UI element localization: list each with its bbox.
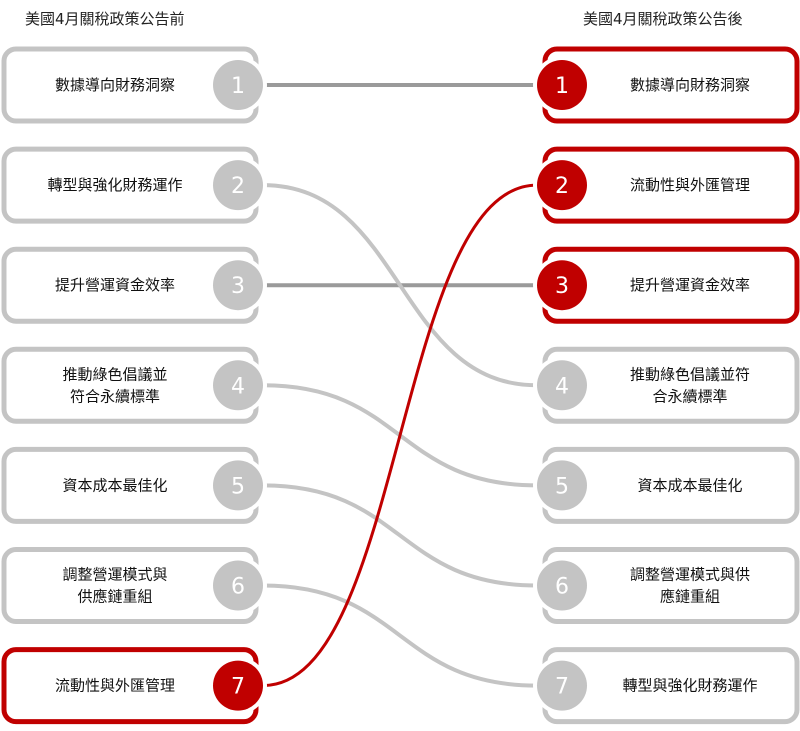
item-number: 6 [231,575,245,600]
connection-line [262,183,538,388]
number-circle [213,460,263,511]
item-number: 2 [555,174,569,199]
right-item-1: 1 數據導向財務洞察 [533,46,800,124]
connection-line [262,183,538,688]
item-label: 轉型與強化財務運作 [47,176,182,194]
number-circle [213,660,263,711]
item-label: 提升營運資金效率 [55,276,175,294]
connections [262,83,538,688]
item-number: 3 [555,274,569,299]
number-circle [213,360,263,411]
left-item-7: 7 流動性與外匯管理 [1,647,267,725]
item-number: 5 [555,474,569,499]
number-circle [537,660,587,711]
item-number: 3 [231,274,245,299]
item-number: 5 [231,474,245,499]
item-label: 資本成本最佳化 [637,476,742,494]
number-circle [537,460,587,511]
item-label: 資本成本最佳化 [62,476,167,494]
item-label: 推動綠色倡議並符 [630,365,750,383]
item-label: 推動綠色倡議並 [62,365,167,383]
item-label: 轉型與強化財務運作 [622,677,757,695]
number-circle [537,360,587,411]
left-item-3: 3 提升營運資金效率 [1,246,267,324]
right-item-3: 3 提升營運資金效率 [533,246,800,324]
item-label: 符合永續標準 [70,387,160,405]
nodes: 1 數據導向財務洞察 2 轉型與強化財務運作 3 提升營運資金效率 4 推動綠色倡議並符合永續… [1,46,800,725]
item-label: 調整營運模式與供 [630,566,750,584]
left-item-1: 1 數據導向財務洞察 [1,46,267,124]
item-number: 7 [555,675,569,700]
right-item-5: 5 資本成本最佳化 [533,446,800,524]
item-number: 1 [555,74,569,99]
item-number: 4 [231,374,245,399]
item-label: 供應鏈重組 [77,588,152,606]
number-circle [213,160,263,211]
connection-line [262,583,538,688]
right-column-title: 美國4月關稅政策公告後 [583,10,743,28]
item-label: 應鏈重組 [660,588,720,606]
left-column-title: 美國4月關稅政策公告前 [25,10,185,28]
item-number: 7 [231,675,245,700]
item-number: 4 [555,374,569,399]
number-circle [213,260,263,311]
number-circle [537,160,587,211]
number-circle [537,260,587,311]
item-label: 數據導向財務洞察 [55,76,175,94]
left-item-2: 2 轉型與強化財務運作 [1,146,267,224]
item-label: 提升營運資金效率 [630,276,750,294]
item-label: 調整營運模式與 [62,566,167,584]
item-label: 流動性與外匯管理 [55,677,175,695]
item-number: 2 [231,174,245,199]
item-label: 流動性與外匯管理 [630,176,750,194]
number-circle [537,560,587,611]
item-number: 1 [231,74,245,99]
number-circle [213,60,263,110]
connection-line [262,483,538,588]
item-number: 6 [555,575,569,600]
item-label: 數據導向財務洞察 [630,76,750,94]
right-item-2: 2 流動性與外匯管理 [533,146,800,224]
left-item-5: 5 資本成本最佳化 [1,446,267,524]
number-circle [537,60,587,110]
item-label: 合永續標準 [652,387,727,405]
right-item-7: 7 轉型與強化財務運作 [533,647,800,725]
number-circle [213,560,263,611]
